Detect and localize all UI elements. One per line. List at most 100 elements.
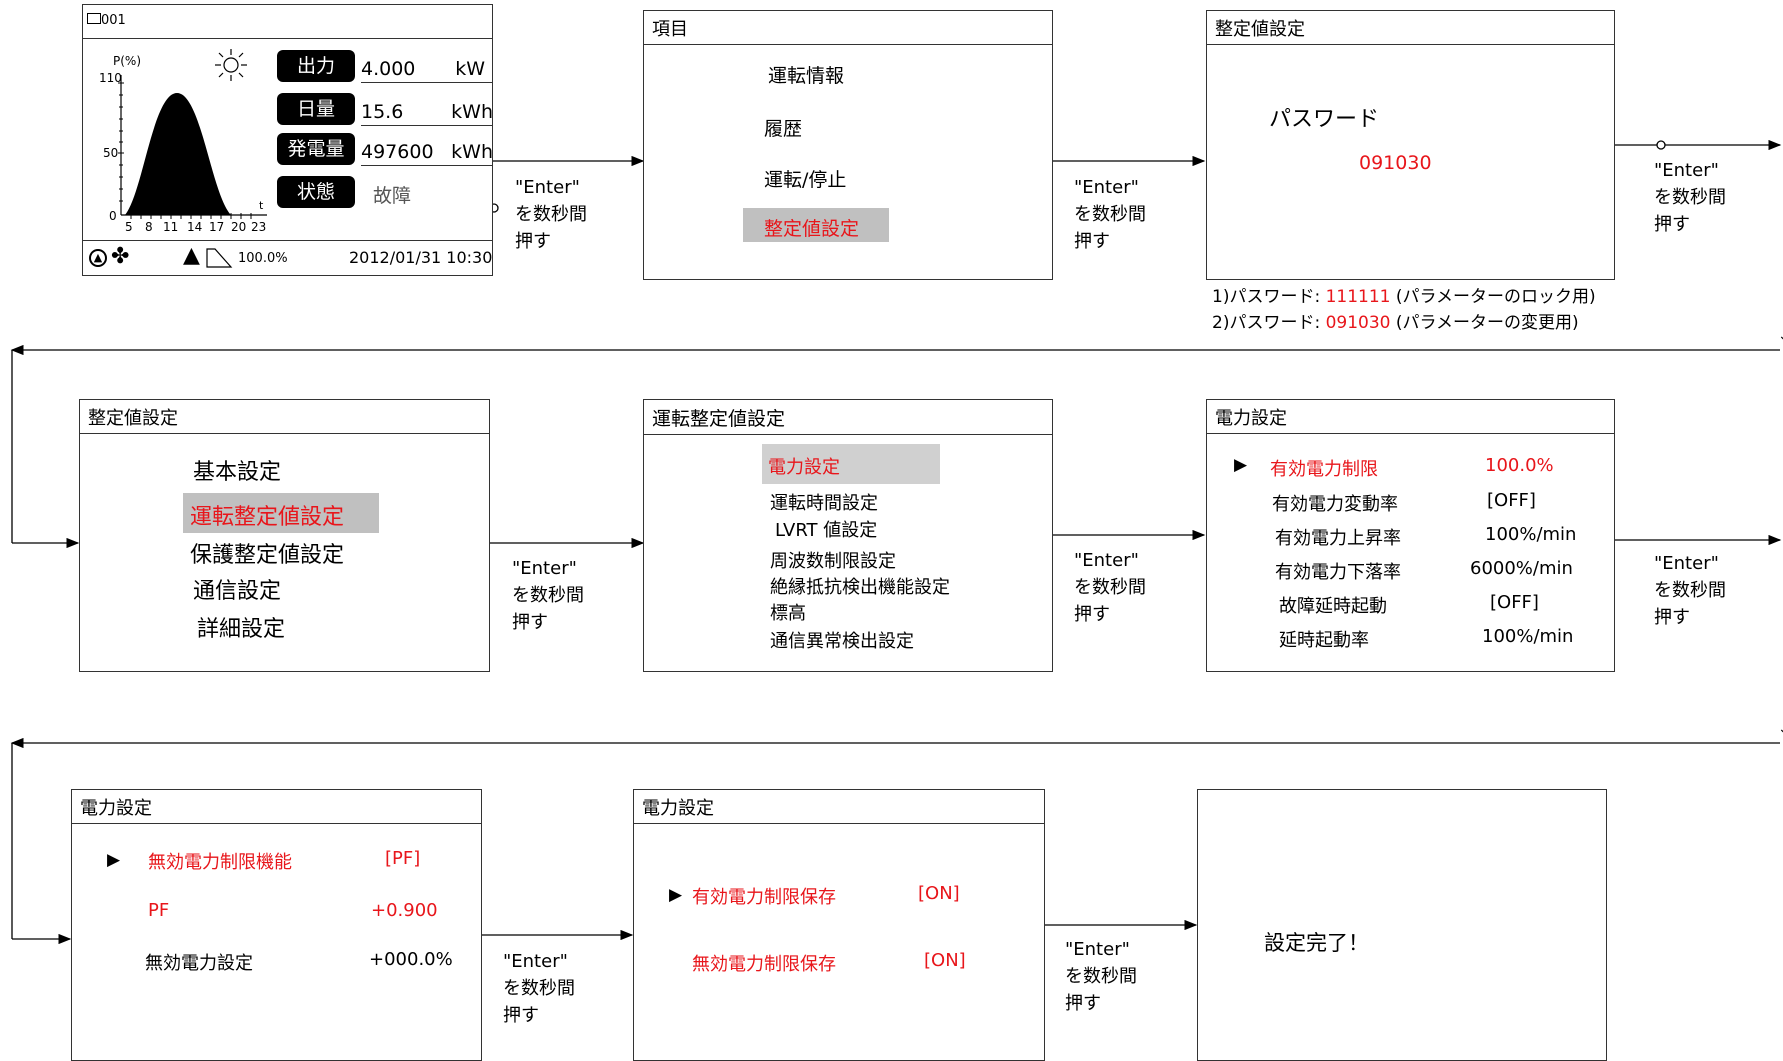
password-screen: 整定値設定 パスワード 091030 [1206, 10, 1615, 280]
password-note-2: 2)パスワード: 091030 (パラメーターの変更用) [1212, 313, 1579, 333]
completion-text: 設定完了！ [1264, 931, 1369, 955]
svg-text:14: 14 [187, 220, 202, 233]
device-icon [87, 13, 101, 24]
power1-label-2[interactable]: 有効電力上昇率 [1275, 528, 1401, 549]
svg-text:11: 11 [163, 220, 178, 233]
password-notes: 1)パスワード: 111111 (パラメーターのロック用) 2)パスワード: 0… [1212, 284, 1596, 336]
power-curve [125, 93, 231, 215]
menu-screen: 項目 運転情報 履歴 運転/停止 整定値設定 [643, 10, 1053, 280]
percent-readout: 100.0% [238, 251, 288, 266]
power-settings-screen-1: 電力設定 ▶ 有効電力制限 100.0% 有効電力変動率 [OFF] 有効電力上… [1206, 399, 1615, 672]
menu-item-info[interactable]: 運転情報 [768, 65, 845, 87]
svg-text:5: 5 [125, 220, 133, 233]
y-tick-110: 110 [99, 71, 122, 85]
chart-ylabel: P(%) [113, 54, 141, 68]
enter-note-8: "Enter"を数秒間押す [1065, 939, 1137, 1014]
cursor-icon: ▶ [107, 850, 121, 870]
menu-title: 項目 [644, 11, 1052, 45]
menu-item-run-stop[interactable]: 運転/停止 [764, 169, 847, 191]
enter-note-2: "Enter"を数秒間押す [1074, 177, 1146, 252]
op-item-frequency[interactable]: 周波数制限設定 [770, 551, 896, 572]
enter-note-3: "Enter"を数秒間押す [1654, 160, 1726, 235]
monitor-screen: 001 P(%) 110 50 0 t 5 8 11 14 17 20 [82, 4, 493, 276]
cursor-icon: ▶ [669, 885, 683, 905]
power2-value-1[interactable]: +0.900 [371, 900, 438, 921]
monitor-header: 001 [83, 5, 492, 39]
settings-item-protection[interactable]: 保護整定値設定 [190, 543, 345, 568]
power1-label-5[interactable]: 延時起動率 [1279, 630, 1369, 651]
op-settings-title: 運転整定値設定 [652, 408, 786, 430]
enter-note-7: "Enter"を数秒間押す [503, 951, 575, 1026]
power2-label-1[interactable]: PF [148, 900, 170, 921]
svg-text:↓: ↓ [1778, 328, 1783, 344]
status-value: 故障 [373, 185, 412, 207]
settings-item-operation[interactable]: 運転整定値設定 [190, 505, 345, 530]
menu-selection [743, 208, 889, 242]
password-label: パスワード [1269, 107, 1380, 132]
svg-text:8: 8 [145, 220, 153, 233]
power2-value-0[interactable]: [PF] [385, 848, 421, 869]
settings-selection [183, 493, 379, 533]
power-settings-screen-2: 電力設定 ▶ 無効電力制限機能 [PF] PF +0.900 無効電力設定 +0… [71, 789, 482, 1061]
power3-label-1[interactable]: 無効電力制限保存 [692, 954, 836, 975]
power1-value-0[interactable]: 100.0% [1485, 455, 1554, 476]
op-item-insulation[interactable]: 絶縁抵抗検出機能設定 [770, 577, 950, 598]
power2-title: 電力設定 [72, 790, 481, 824]
power1-label-4[interactable]: 故障延時起動 [1279, 596, 1387, 617]
svg-text:20: 20 [231, 220, 246, 233]
power1-label-1[interactable]: 有効電力変動率 [1272, 494, 1398, 515]
op-item-lvrt[interactable]: LVRT 値設定 [775, 520, 878, 541]
power2-label-0[interactable]: 無効電力制限機能 [148, 852, 292, 873]
power1-label-0[interactable]: 有効電力制限 [1270, 459, 1378, 480]
menu-item-settings[interactable]: 整定値設定 [764, 218, 860, 240]
op-selection [762, 444, 940, 484]
power2-value-2[interactable]: +000.0% [369, 949, 453, 970]
completion-screen: 設定完了！ [1197, 789, 1607, 1061]
power1-value-2[interactable]: 100%/min [1485, 524, 1577, 545]
power2-label-2[interactable]: 無効電力設定 [145, 953, 253, 974]
power1-label-3[interactable]: 有効電力下落率 [1275, 562, 1401, 583]
op-item-altitude[interactable]: 標高 [770, 603, 806, 624]
enter-note-6: "Enter"を数秒間押す [1654, 553, 1726, 628]
power1-title: 電力設定 [1207, 400, 1614, 434]
enter-note-5: "Enter"を数秒間押す [1074, 550, 1146, 625]
upload-icon: ▲ [89, 249, 107, 267]
power-curve-chart: P(%) 110 50 0 t 5 8 11 14 17 20 23 [99, 54, 267, 233]
enter-note-1: "Enter"を数秒間押す [515, 177, 587, 252]
power1-value-4[interactable]: [OFF] [1490, 592, 1539, 613]
total-label: 発電量 [277, 133, 355, 165]
power3-title: 電力設定 [634, 790, 1044, 824]
op-item-comm-error[interactable]: 通信異常検出設定 [770, 631, 914, 652]
password-value[interactable]: 091030 [1359, 152, 1432, 174]
power1-value-3[interactable]: 6000%/min [1470, 558, 1573, 579]
svg-text:17: 17 [209, 220, 224, 233]
chart-xlabel: t [259, 199, 264, 212]
op-item-time[interactable]: 運転時間設定 [770, 493, 878, 514]
settings-item-basic[interactable]: 基本設定 [193, 460, 282, 485]
output-label: 出力 [277, 50, 355, 82]
enter-note-4: "Enter"を数秒間押す [512, 558, 584, 633]
power3-value-1[interactable]: [ON] [924, 950, 966, 971]
y-tick-50: 50 [103, 146, 118, 160]
power3-label-0[interactable]: 有効電力制限保存 [692, 887, 836, 908]
cursor-icon: ▶ [1234, 455, 1248, 475]
power1-value-1[interactable]: [OFF] [1487, 490, 1536, 511]
power3-value-0[interactable]: [ON] [918, 883, 960, 904]
y-tick-0: 0 [109, 209, 117, 223]
settings-item-comm[interactable]: 通信設定 [193, 579, 282, 604]
derating-icon [206, 248, 233, 268]
settings-item-detail[interactable]: 詳細設定 [197, 617, 286, 642]
menu-item-history[interactable]: 履歴 [764, 118, 803, 140]
warning-icon: ▲ [183, 243, 200, 268]
sun-icon [215, 49, 247, 81]
power1-value-5[interactable]: 100%/min [1482, 626, 1574, 647]
op-item-power[interactable]: 電力設定 [768, 457, 840, 478]
status-label: 状態 [277, 176, 355, 208]
device-id: 001 [101, 13, 126, 28]
fan-icon: ✤ [111, 244, 130, 269]
settings-menu-screen: 整定値設定 基本設定 運転整定値設定 保護整定値設定 通信設定 詳細設定 [79, 399, 490, 672]
